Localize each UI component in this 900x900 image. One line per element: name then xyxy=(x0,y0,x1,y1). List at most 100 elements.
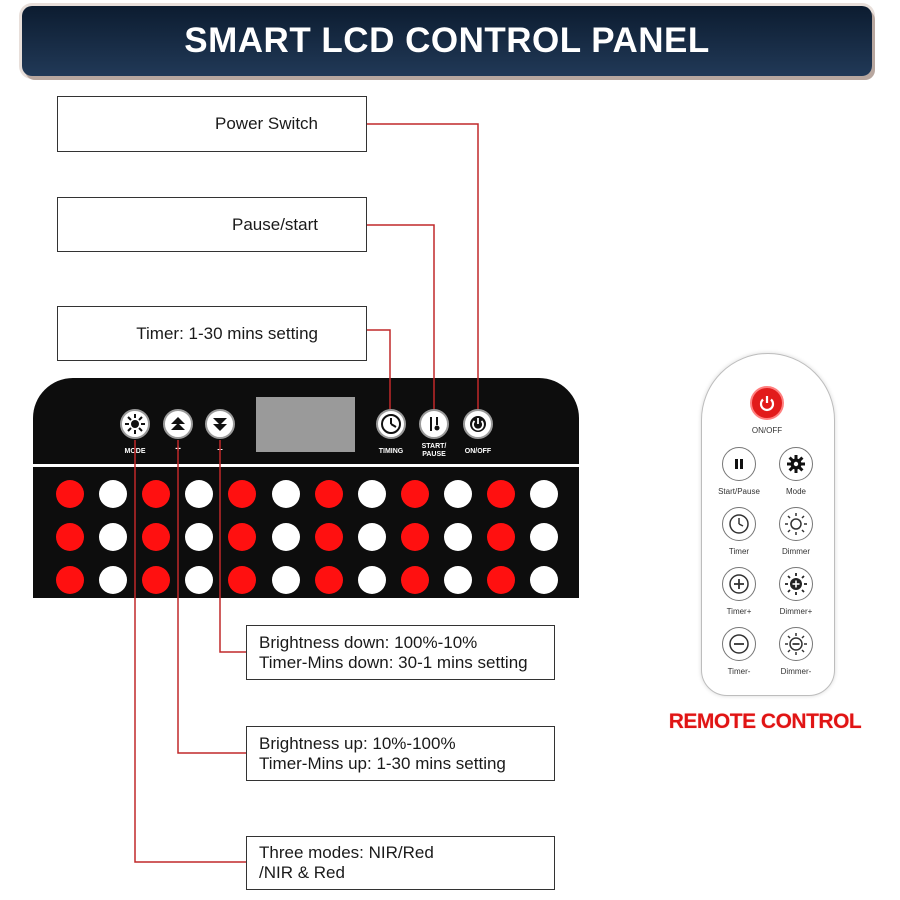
remote-timer-plus-label: Timer+ xyxy=(726,607,752,616)
led-white xyxy=(530,523,559,551)
led-white xyxy=(271,566,300,594)
callout-power-text: Power Switch xyxy=(215,114,318,133)
remote-timer-plus-button[interactable] xyxy=(722,567,756,601)
remote-on-off-label: ON/OFF xyxy=(751,426,783,435)
title-banner: SMART LCD CONTROL PANEL xyxy=(22,6,872,76)
power-icon xyxy=(759,396,775,411)
callout-timer: Timer: 1-30 mins setting xyxy=(57,306,367,361)
led-red xyxy=(228,480,257,508)
callout-mode-line2: /NIR & Red xyxy=(259,863,345,882)
led-white xyxy=(271,480,300,508)
plus-circle-icon xyxy=(729,574,749,594)
led-white xyxy=(185,523,214,551)
gear-icon xyxy=(787,455,805,473)
power-button[interactable] xyxy=(463,409,493,439)
remote-mode-label: Mode xyxy=(785,487,806,496)
banner-title: SMART LCD CONTROL PANEL xyxy=(184,21,710,60)
sun-icon xyxy=(785,513,807,535)
led-red xyxy=(228,566,257,594)
remote-control-title: REMOTE CONTROL xyxy=(668,710,862,733)
led-red xyxy=(56,523,84,551)
brightness-up-button[interactable] xyxy=(163,409,193,439)
led-red xyxy=(487,480,515,508)
led-white xyxy=(357,480,386,508)
remote-start-pause-button[interactable] xyxy=(722,447,756,481)
callout-power-switch: Power Switch xyxy=(57,96,367,152)
callout-up-line1: Brightness up: 10%-100% xyxy=(259,733,456,753)
led-red xyxy=(487,523,515,551)
led-red xyxy=(56,480,84,508)
start-pause-icon xyxy=(430,417,440,431)
led-white xyxy=(530,566,559,594)
minus-circle-icon xyxy=(729,634,749,654)
callout-timer-text: Timer: 1-30 mins setting xyxy=(136,323,318,343)
chevron-down-icon xyxy=(213,418,227,431)
callout-pause-start: Pause/start xyxy=(57,197,367,252)
callout-pause-text: Pause/start xyxy=(232,214,318,234)
led-white xyxy=(443,566,472,594)
led-white xyxy=(99,523,128,551)
panel-divider xyxy=(33,464,579,467)
led-white xyxy=(443,480,472,508)
callout-brightness-down: Brightness down: 100%-10% Timer-Mins dow… xyxy=(246,625,555,680)
remote-dimmer-label: Dimmer xyxy=(782,547,810,556)
remote-dimmer-plus-label: Dimmer+ xyxy=(779,607,813,616)
callout-mode-line1: Three modes: NIR/Red xyxy=(259,843,434,862)
led-white xyxy=(271,523,300,551)
pause-icon xyxy=(735,459,743,469)
lcd-display xyxy=(256,397,355,452)
mode-icon xyxy=(125,414,145,434)
remote-timer-minus-label: Timer- xyxy=(727,667,751,676)
brightness-down-button[interactable] xyxy=(205,409,235,439)
callout-down-line2: Timer-Mins down: 30-1 mins setting xyxy=(259,652,528,672)
remote-dimmer-plus-button[interactable] xyxy=(779,567,813,601)
leader-power xyxy=(367,123,479,409)
callout-brightness-up: Brightness up: 10%-100% Timer-Mins up: 1… xyxy=(246,726,555,781)
on-off-label: ON/OFF xyxy=(464,448,492,455)
led-red xyxy=(56,566,84,594)
led-white xyxy=(99,480,128,508)
start-pause-button[interactable] xyxy=(419,409,449,439)
led-white xyxy=(99,566,128,594)
led-red xyxy=(314,566,343,594)
sun-minus-icon xyxy=(785,633,807,655)
callout-up-line2: Timer-Mins up: 1-30 mins setting xyxy=(259,753,506,773)
power-icon xyxy=(470,416,486,432)
led-red xyxy=(142,480,171,508)
led-red xyxy=(400,566,429,594)
led-white xyxy=(357,523,386,551)
led-red xyxy=(487,566,515,594)
remote-timer-minus-button[interactable] xyxy=(722,627,756,661)
remote-power-button[interactable] xyxy=(750,386,784,420)
led-white xyxy=(443,523,472,551)
led-red xyxy=(400,523,429,551)
led-red xyxy=(142,566,171,594)
callout-down-line1: Brightness down: 100%-10% xyxy=(259,632,478,652)
remote-dimmer-minus-button[interactable] xyxy=(779,627,813,661)
led-white xyxy=(185,480,214,508)
clock-icon xyxy=(381,414,401,434)
sun-plus-icon xyxy=(785,573,807,595)
remote-timer-label: Timer xyxy=(728,547,750,556)
leader-mode xyxy=(134,440,246,863)
remote-mode-button[interactable] xyxy=(779,447,813,481)
leader-pause xyxy=(367,224,435,409)
start-pause-label: START/ PAUSE xyxy=(421,443,447,458)
remote-start-pause-label: Start/Pause xyxy=(718,487,760,496)
clock-icon xyxy=(729,514,749,534)
led-white xyxy=(357,566,386,594)
callout-modes: Three modes: NIR/Red /NIR & Red xyxy=(246,836,555,890)
led-red xyxy=(314,523,343,551)
remote-dimmer-button[interactable] xyxy=(779,507,813,541)
mode-button[interactable] xyxy=(120,409,150,439)
timing-button[interactable] xyxy=(376,409,406,439)
led-white xyxy=(185,566,214,594)
leader-timer xyxy=(367,329,391,409)
led-red xyxy=(142,523,171,551)
timing-label: TIMING xyxy=(378,448,404,455)
led-red xyxy=(228,523,257,551)
led-red xyxy=(400,480,429,508)
led-white xyxy=(530,480,559,508)
chevron-up-icon xyxy=(171,417,185,430)
remote-timer-button[interactable] xyxy=(722,507,756,541)
